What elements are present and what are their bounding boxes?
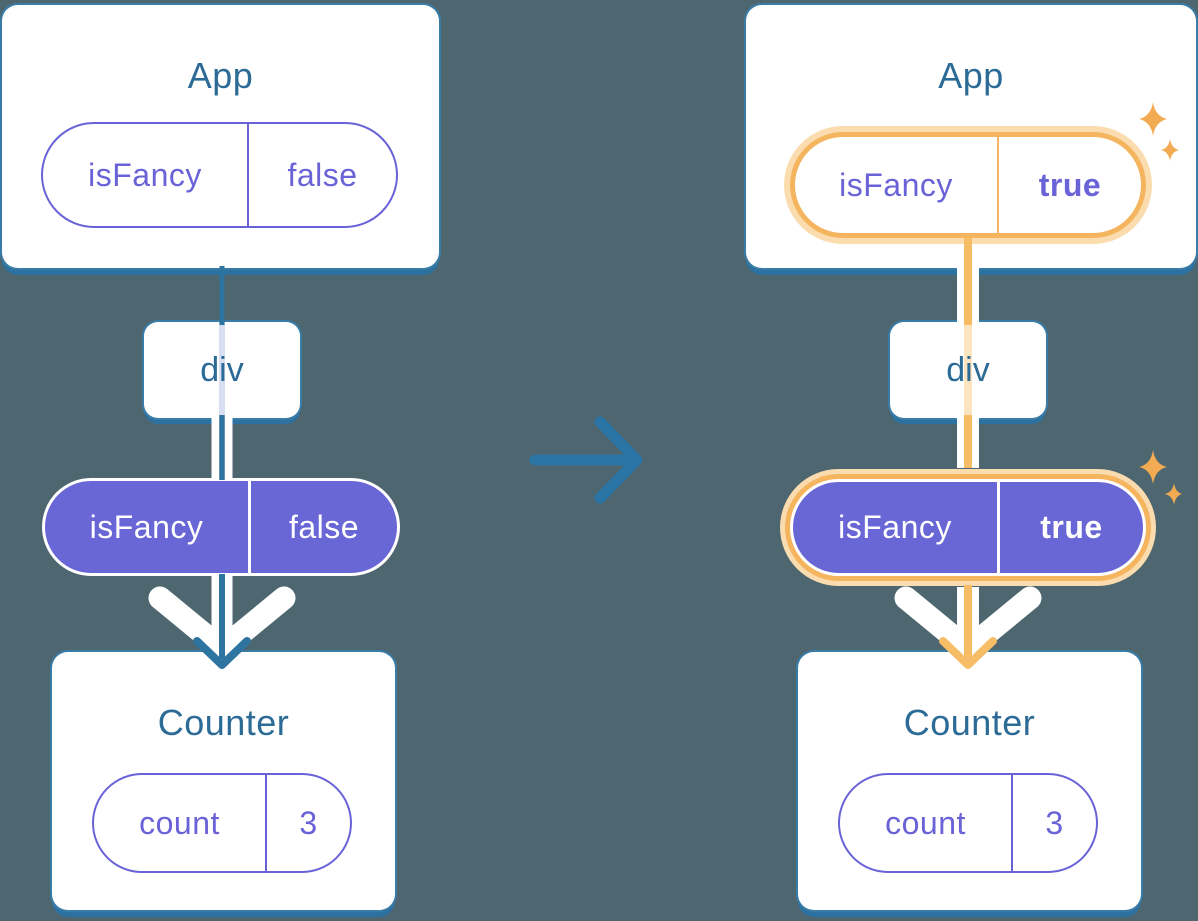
counter-title: Counter (157, 702, 290, 743)
prop-name: isFancy (89, 508, 204, 545)
counter-state-pill: count 3 (92, 773, 352, 873)
counter-card: Counter count 3 (52, 652, 395, 910)
app-card: App isFancy true (746, 5, 1196, 268)
prop-name: isFancy (88, 156, 202, 193)
prop-value: true (1040, 509, 1103, 545)
pill-divider (997, 137, 999, 233)
transition-arrow-icon (529, 416, 643, 504)
prop-name: isFancy (839, 166, 953, 203)
div-node: div (890, 322, 1046, 418)
pill-divider (248, 481, 251, 573)
prop-value: false (288, 508, 360, 545)
prop-pass-through-line (219, 322, 225, 418)
counter-state-pill: count 3 (838, 773, 1098, 873)
prop-pass-through-line (964, 322, 972, 418)
app-prop-pill: isFancy false (41, 122, 398, 228)
prop-name: isFancy (838, 509, 952, 545)
div-label: div (200, 350, 244, 389)
pill-divider (1011, 775, 1013, 871)
passed-prop-pill-highlighted: isFancy true (790, 479, 1146, 576)
app-prop-pill-highlighted: isFancy true (790, 132, 1146, 238)
pill-divider (997, 482, 1000, 573)
counter-card: Counter count 3 (798, 652, 1141, 910)
state-name: count (885, 804, 966, 841)
prop-value: false (287, 156, 358, 193)
prop-value: true (1038, 166, 1102, 203)
state-value: 3 (299, 804, 318, 841)
div-label: div (946, 350, 990, 389)
passed-prop-pill: isFancy false (42, 478, 400, 576)
before-panel: App isFancy false div isFancy false Coun… (0, 0, 452, 921)
pill-divider (265, 775, 267, 871)
state-value: 3 (1045, 804, 1064, 841)
app-title: App (187, 55, 254, 96)
div-node: div (144, 322, 300, 418)
state-name: count (139, 804, 220, 841)
after-panel: App isFancy true div isFancy true Counte… (746, 0, 1198, 921)
app-title: App (938, 55, 1004, 96)
pill-divider (247, 124, 249, 226)
app-card: App isFancy false (2, 5, 439, 268)
counter-title: Counter (903, 702, 1036, 743)
